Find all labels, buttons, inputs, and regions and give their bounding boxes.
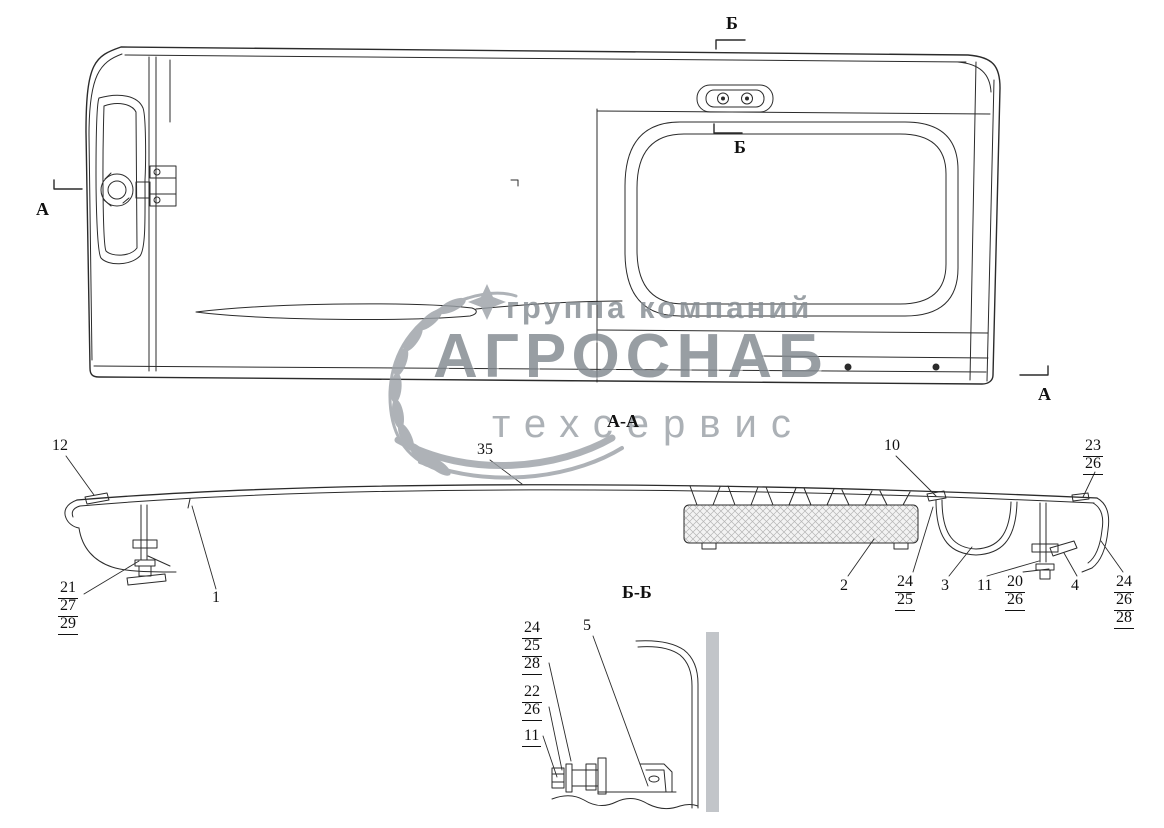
callout-4: 4 <box>1071 577 1079 594</box>
laurel-wreath-icon <box>388 284 624 480</box>
callout-28: 28 <box>1114 610 1134 629</box>
leader-lines <box>65 455 1124 787</box>
section-mark-b-top: Б <box>726 13 738 33</box>
callout-12: 12 <box>52 437 68 454</box>
callout-24: 24 <box>522 620 542 639</box>
callout-2: 2 <box>840 577 848 594</box>
callout-29: 29 <box>58 616 78 635</box>
callout-23: 23 <box>1083 438 1103 457</box>
callout-35: 35 <box>477 441 493 458</box>
callout-3: 3 <box>941 577 949 594</box>
callout-25: 25 <box>895 592 915 611</box>
callout-26: 26 <box>1083 456 1103 475</box>
section-aa-view <box>64 484 1110 586</box>
callout-26: 26 <box>1114 592 1134 611</box>
section-mark-b-mid: Б <box>734 137 746 157</box>
callout-22: 22 <box>522 684 542 703</box>
callout-21: 21 <box>58 580 78 599</box>
section-mark-a-right: А <box>1038 384 1051 404</box>
section-bb-view <box>551 632 719 812</box>
section-title-bb: Б-Б <box>622 582 652 602</box>
section-title-aa: А-А <box>607 411 639 431</box>
callout-5: 5 <box>583 617 591 634</box>
callout-27: 27 <box>58 598 78 617</box>
callout-26: 26 <box>1005 592 1025 611</box>
callout-11: 11 <box>977 577 993 594</box>
star-icon <box>468 284 506 320</box>
callout-10: 10 <box>884 437 900 454</box>
callout-11: 11 <box>522 728 542 747</box>
section-mark-a-left: А <box>36 199 49 219</box>
callout-28: 28 <box>522 656 542 675</box>
callout-26: 26 <box>522 702 542 721</box>
callout-24: 24 <box>895 574 915 593</box>
callout-1: 1 <box>212 589 220 606</box>
top-side-view <box>53 39 1049 385</box>
callout-25: 25 <box>522 638 542 657</box>
callout-20: 20 <box>1005 574 1025 593</box>
callout-24: 24 <box>1114 574 1134 593</box>
